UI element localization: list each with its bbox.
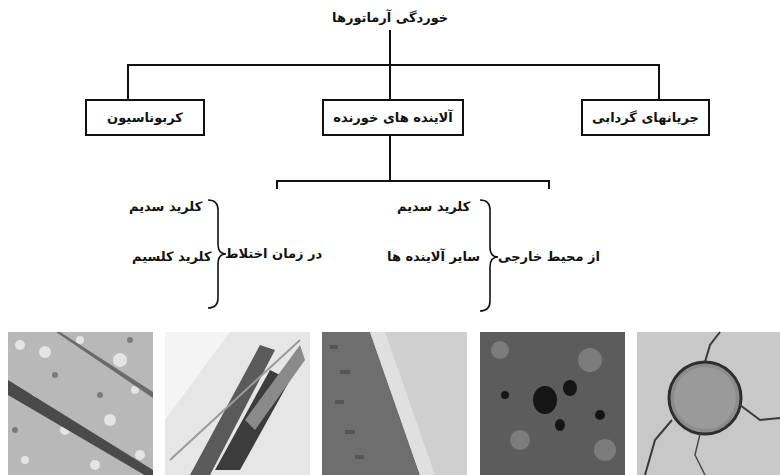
- box-text: جریانهای گردابی: [592, 110, 699, 126]
- branch-label: در زمان اختلاط: [225, 246, 322, 262]
- tree-lines: [128, 30, 659, 189]
- category-box: کربوناسیون: [85, 99, 205, 136]
- branch-label: کلرید سدیم: [397, 199, 470, 215]
- photo: [8, 332, 153, 475]
- category-box: آلاینده های خورنده: [322, 99, 464, 136]
- box-text: کربوناسیون: [107, 110, 183, 126]
- branch-label: کلرید سدیم: [129, 199, 202, 215]
- photo: [165, 332, 310, 475]
- branch-label: از محیط خارجی: [498, 249, 600, 265]
- box-text: آلاینده های خورنده: [333, 110, 452, 126]
- photo: [322, 332, 467, 475]
- branch-label: کلرید کلسیم: [132, 249, 211, 265]
- branch-label: سایر آلاینده ها: [387, 249, 480, 265]
- photo: [480, 332, 625, 475]
- photo: [637, 332, 780, 475]
- diagram-title: خوردگی آرماتورها: [332, 10, 448, 26]
- brace: [208, 200, 498, 311]
- category-box: جریانهای گردابی: [581, 99, 710, 136]
